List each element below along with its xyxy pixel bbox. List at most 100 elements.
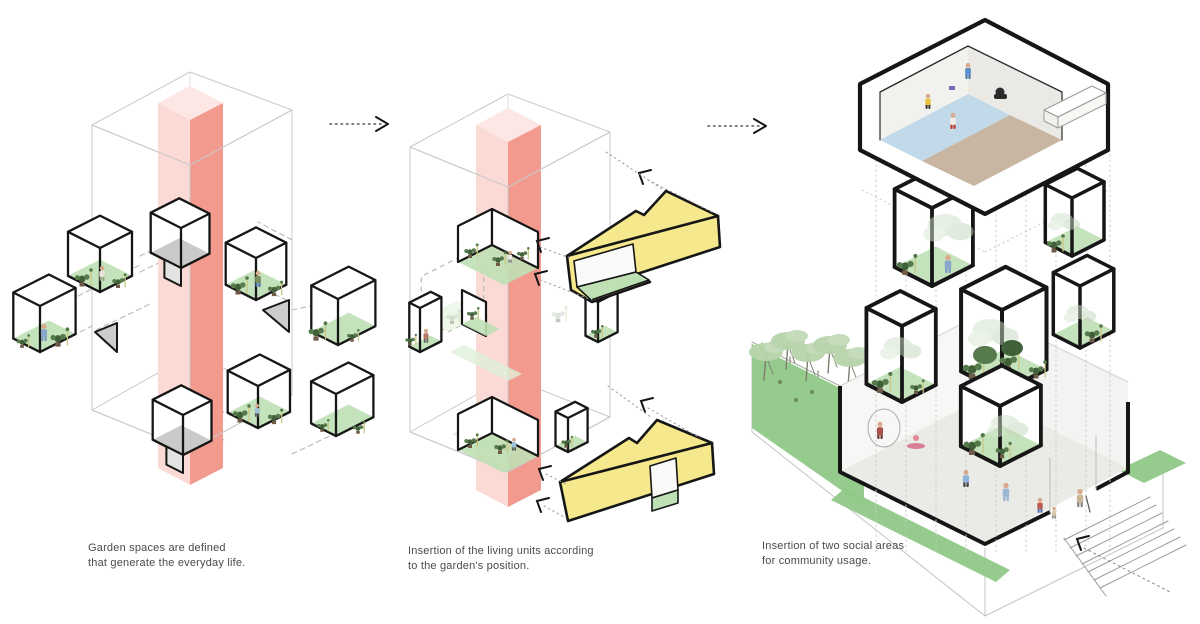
plant-cluster [74,268,93,287]
plant-pot [450,320,454,324]
plant-cluster [230,276,249,295]
person-torso [950,117,956,125]
person-torso [876,427,884,435]
garden-box [224,226,288,302]
plant-pot [55,342,61,347]
person-figure [511,437,517,451]
caption-social-areas: Insertion of two social areas for commun… [762,539,904,570]
plant-cluster [467,306,480,320]
faded-foliage [880,337,922,360]
person-head [965,62,971,68]
plant-pot [470,316,474,320]
person-torso [944,260,952,269]
plant-pot [555,318,561,323]
plant-pot [356,430,360,434]
person-figure [254,403,260,417]
plant-cluster [1084,324,1103,343]
panel-living-units [405,93,722,523]
garden-box [554,400,589,454]
insertion-arrow-icon [535,237,550,253]
person-head [255,270,261,276]
person-torso [962,475,970,483]
core-notch [149,197,211,287]
insertion-arrow-icon [535,497,550,513]
garden-wall-cluster [456,395,540,473]
garden-box [405,290,443,354]
ground-outline [1095,402,1130,491]
caption-line: Insertion of the living units according [408,545,594,557]
panel-garden-spaces [12,71,377,485]
plant-cluster [464,433,479,448]
plant-cluster [267,280,284,297]
person-torso [255,275,261,283]
plant-pot [498,450,502,454]
entry-stairs [1063,496,1187,597]
core-notch [151,384,213,474]
stair-step [1063,496,1151,541]
plant-pot [594,334,598,338]
person-head [1037,497,1043,503]
plant-pot [564,445,568,448]
plant-pot [468,254,472,258]
core-top [158,86,223,120]
unit-door-floor [651,489,679,512]
plant-cluster [963,433,985,455]
person-figure [1002,482,1010,502]
garden-box [309,361,375,438]
garden-box [1043,166,1106,258]
caption-line: Insertion of two social areas [762,540,905,552]
unit-silhouette [558,418,716,523]
ground-outline [838,386,1051,546]
person-head [255,403,259,408]
living-unit-yellow [558,418,716,523]
plant-pot [20,344,24,348]
person-head [41,323,47,329]
person-head [925,93,931,99]
person-torso [507,254,513,260]
plant-pot [877,388,883,393]
large-plant [1001,340,1023,356]
courtyard-rim [879,45,1063,93]
cluster-floor [462,317,500,336]
plant-cluster [464,243,479,258]
person-figure [255,270,261,288]
person-figure [423,328,429,343]
garden-box [1051,253,1116,350]
plant-cluster [317,418,330,432]
garden-box [12,273,77,354]
plant-cluster [517,246,530,260]
plant-pot [1033,374,1039,379]
plant-cluster [1028,360,1047,379]
plant-cluster [353,420,366,434]
caption-garden-spaces: Garden spaces are defined that generate … [88,541,245,572]
rooftop-social-area [857,17,1111,217]
plant-pot [408,343,412,346]
walkway-green [1118,450,1186,483]
shrub [809,389,815,395]
large-plant [973,346,997,364]
panel-social-areas [749,17,1187,617]
person-torso [40,329,48,337]
person-torso [1051,510,1057,516]
plant-cluster [551,305,568,323]
insertion-arrow-icon [637,169,652,185]
plant-cluster [446,309,461,324]
plant-pot [969,450,975,455]
box-floor [311,404,374,436]
shrub [777,379,783,385]
stair-step [1075,512,1163,557]
plant-pot [1051,248,1057,253]
wall-wedge [262,299,290,333]
person-head [963,469,969,475]
garden-box [308,265,377,347]
person-torso [1002,488,1010,497]
person-head [1052,506,1056,511]
shrub [793,397,799,403]
plant-pot [271,420,277,425]
plant-pot [237,418,243,423]
plant-cluster [910,379,925,394]
plant-cluster [16,334,31,348]
unit-opening-floor [576,271,650,301]
